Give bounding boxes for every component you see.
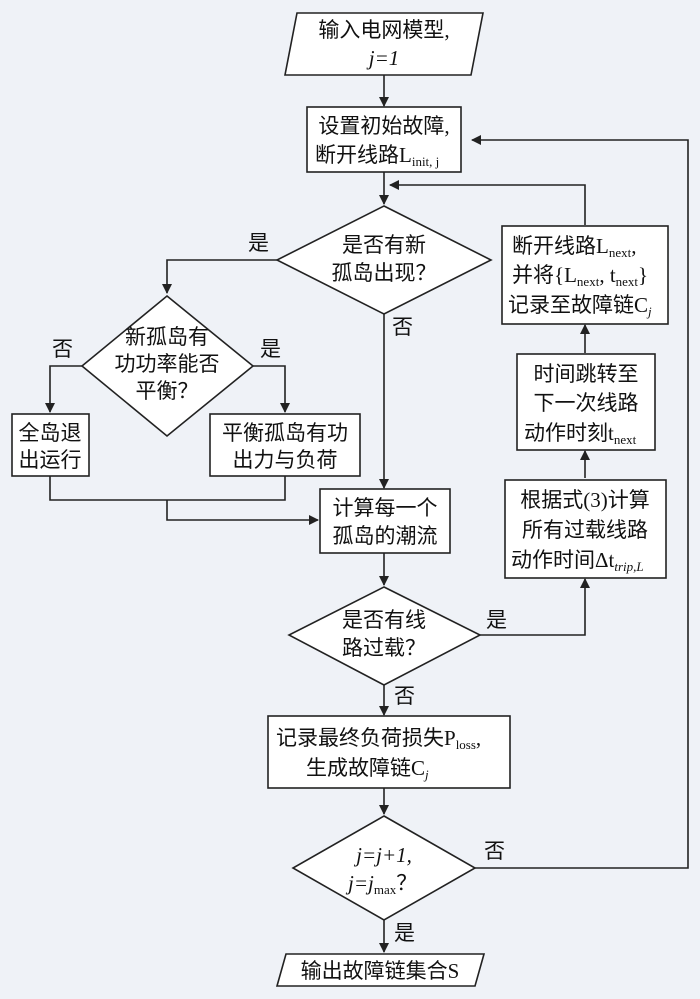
edge-loop-no <box>471 135 689 869</box>
label-new-island-yes: 是 <box>248 231 269 255</box>
node-start-line2: j=1 <box>366 46 400 70</box>
edge-disconnect-loop <box>389 180 586 225</box>
node-balance-line2: 功功率能否 <box>115 352 220 376</box>
edge-new-island-yes <box>162 259 277 294</box>
node-trip-time-line2: 所有过载线路 <box>522 518 648 542</box>
node-record-loss-line1: 记录最终负荷损失Ploss, <box>276 726 481 752</box>
node-disconnect: 断开线路Lnext, 并将{Lnext, tnext} 记录至故障链Cj <box>501 225 669 325</box>
label-loop-yes: 是 <box>394 921 415 945</box>
node-record-loss: 记录最终负荷损失Ploss, 生成故障链Cj <box>267 715 511 789</box>
node-shutdown-line2: 出运行 <box>19 448 82 472</box>
node-shutdown: 全岛退 出运行 <box>11 413 90 477</box>
node-balance-line3: 平衡？ <box>136 379 199 403</box>
node-record-loss-line2: 生成故障链Cj <box>306 756 429 782</box>
edge-shutdown-to-flow <box>49 476 286 501</box>
edge-overload-yes <box>480 578 590 636</box>
label-overload-yes: 是 <box>486 608 507 632</box>
node-trip-time-line1: 根据式(3)计算 <box>520 488 650 512</box>
node-balance: 新孤岛有 功功率能否 平衡？ <box>80 294 255 438</box>
node-disconnect-line2: 并将{Lnext, tnext} <box>512 263 648 289</box>
label-balance-no: 否 <box>52 337 73 361</box>
label-balance-yes: 是 <box>260 337 281 361</box>
node-trip-time: 根据式(3)计算 所有过载线路 动作时间Δttrip,L <box>504 479 667 579</box>
node-power-flow-line2: 孤岛的潮流 <box>333 524 438 548</box>
node-output: 输出故障链集合S <box>275 953 486 987</box>
node-output-label: 输出故障链集合S <box>301 959 460 983</box>
label-loop-no: 否 <box>484 839 505 863</box>
node-balance-island: 平衡孤岛有功 出力与负荷 <box>209 413 361 477</box>
node-init-fault: 设置初始故障, 断开线路Linit, j <box>306 106 462 173</box>
node-overload-line1: 是否有线 <box>342 608 426 632</box>
edge-balance-yes <box>253 365 290 413</box>
node-power-flow: 计算每一个 孤岛的潮流 <box>319 488 451 554</box>
node-start: 输入电网模型, j=1 <box>284 12 484 76</box>
node-disconnect-line1: 断开线路Lnext, <box>512 234 636 260</box>
node-power-flow-line1: 计算每一个 <box>333 496 438 520</box>
edge-balance-no <box>45 365 82 413</box>
node-loop-check-line1: j=j+1, <box>353 843 412 867</box>
node-overload-line2: 路过载？ <box>342 636 426 660</box>
node-shutdown-line1: 全岛退 <box>19 421 82 445</box>
node-trip-time-line3: 动作时间Δttrip,L <box>511 548 644 574</box>
node-init-fault-line1: 设置初始故障, <box>318 114 449 138</box>
node-loop-check-line2: j=jmax？ <box>345 871 417 897</box>
node-balance-line1: 新孤岛有 <box>125 325 209 349</box>
node-balance-island-line1: 平衡孤岛有功 <box>222 421 348 445</box>
edges <box>45 75 689 953</box>
edge-merge-to-flow <box>166 500 319 525</box>
node-disconnect-line3: 记录至故障链Cj <box>508 293 652 319</box>
node-overload: 是否有线 路过载？ <box>287 586 482 686</box>
label-overload-no: 否 <box>394 684 415 708</box>
label-new-island-no: 否 <box>392 315 413 339</box>
node-start-line1: 输入电网模型, <box>318 18 449 42</box>
edge-labels: 是 否 否 是 是 否 否 是 <box>52 231 507 945</box>
node-new-island-line2: 孤岛出现？ <box>332 261 437 285</box>
node-time-jump: 时间跳转至 下一次线路 动作时刻tnext <box>516 353 656 451</box>
node-init-fault-line2: 断开线路Linit, j <box>315 143 439 169</box>
node-loop-check: j=j+1, j=jmax？ <box>291 815 477 921</box>
node-time-jump-line1: 时间跳转至 <box>534 362 639 386</box>
node-balance-island-line2: 出力与负荷 <box>233 448 338 472</box>
node-new-island-line1: 是否有新 <box>342 233 426 257</box>
node-new-island: 是否有新 孤岛出现？ <box>275 205 493 315</box>
node-time-jump-line3: 动作时刻tnext <box>524 421 637 447</box>
node-time-jump-line2: 下一次线路 <box>534 391 639 415</box>
